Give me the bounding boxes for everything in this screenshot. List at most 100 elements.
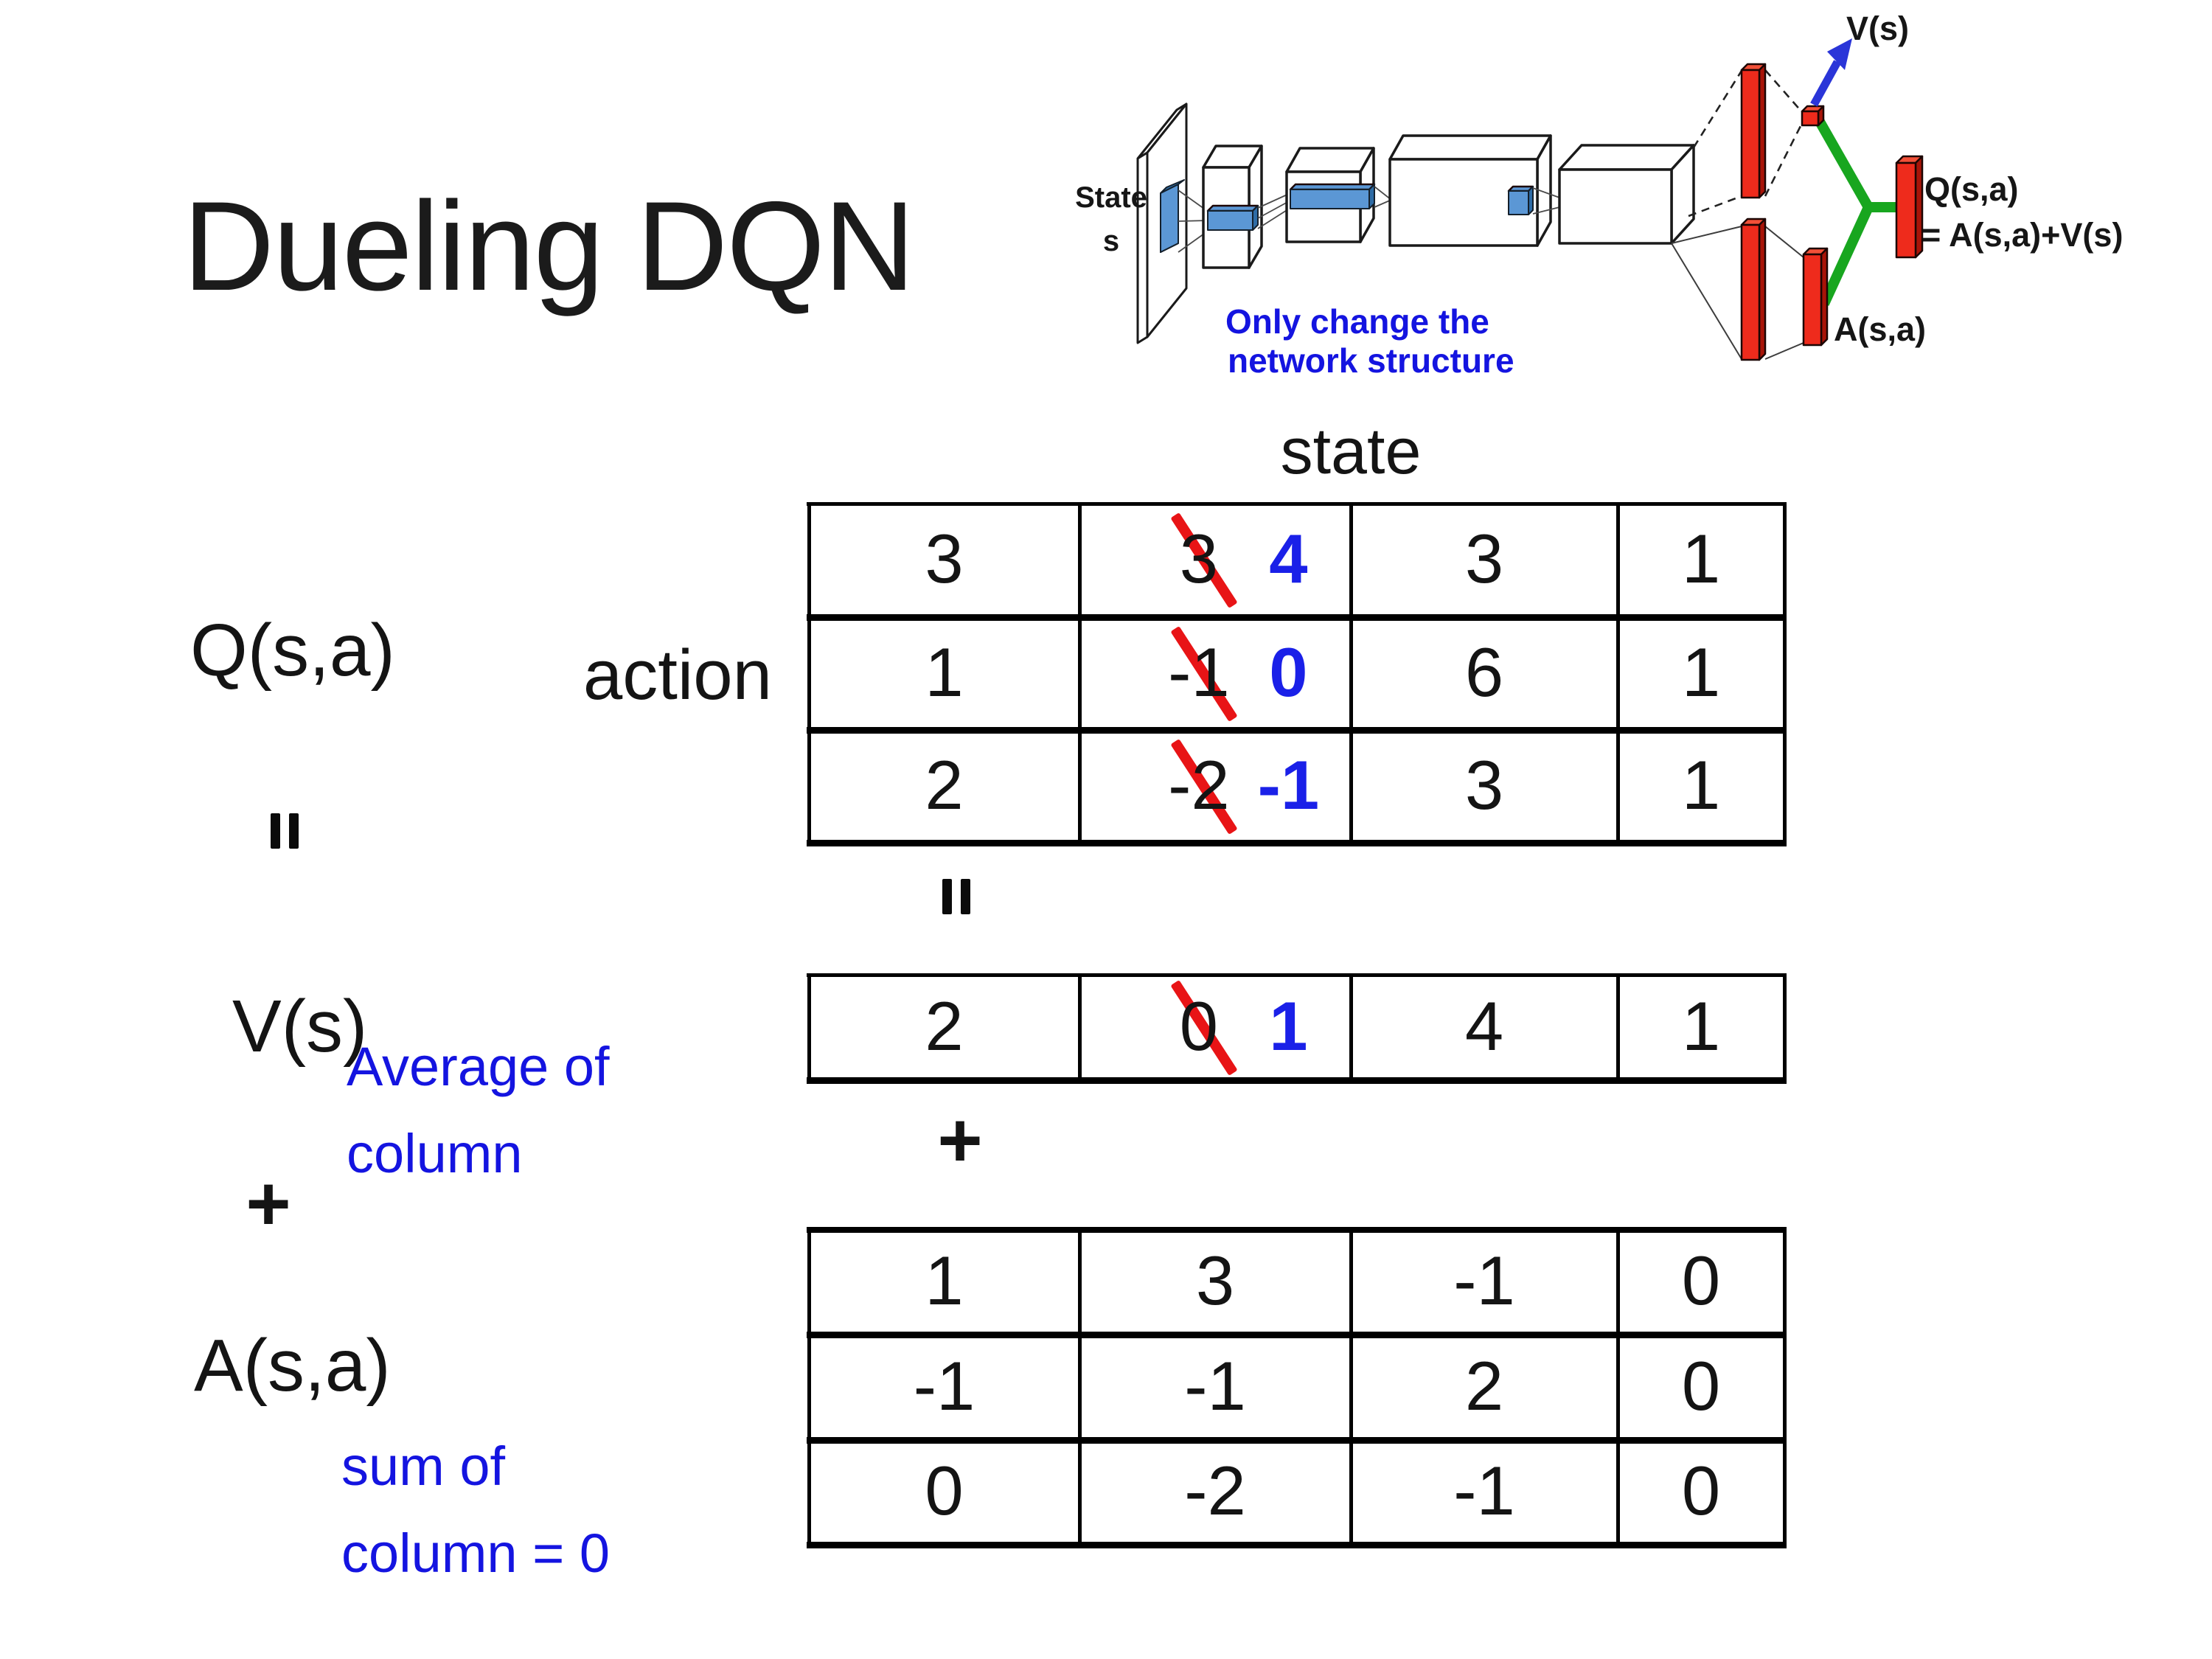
equals-bar	[271, 813, 280, 849]
diagram-v-label: V(s)	[1846, 10, 1909, 47]
diagram-q-label-line2: = A(s,a)+V(s)	[1921, 216, 2123, 254]
a-sa-label: A(s,a)	[194, 1324, 391, 1407]
table-cell: 3	[1351, 730, 1618, 843]
cell-value: 6	[1464, 633, 1504, 711]
fan-lines-4	[1532, 187, 1560, 215]
new-value: 4	[1269, 520, 1308, 598]
table-cell: 0	[809, 1440, 1079, 1545]
table-border-line	[807, 975, 811, 1080]
network-diagram: State s Only change the network structur…	[1075, 10, 2123, 380]
fan-lines-2	[1257, 192, 1291, 229]
equals-icon-rotated-center	[942, 879, 970, 914]
average-note-line1: Average of	[347, 1036, 610, 1097]
table-cell: 3	[809, 504, 1079, 617]
cell-value: 0	[925, 1452, 964, 1530]
advantage-hidden-bar	[1740, 218, 1767, 361]
cell-value: 1	[1681, 987, 1721, 1065]
dashed-connectors	[1688, 69, 1804, 218]
sum-note: sum of column = 0	[341, 1423, 610, 1597]
table-border-line	[1615, 504, 1620, 843]
sum-note-line1: sum of	[341, 1436, 506, 1497]
table-border-line	[807, 501, 1787, 506]
sum-note-line2: column = 0	[341, 1523, 611, 1584]
cell-value: 0	[1681, 1242, 1721, 1320]
action-label: action	[582, 636, 772, 714]
diagram-note-line2: network structure	[1228, 341, 1514, 380]
cell-value: 1	[925, 633, 964, 711]
old-value: -2	[1168, 745, 1230, 824]
conv-bar-1	[1206, 204, 1259, 231]
value-arrow	[1810, 38, 1852, 107]
table-cell: 1	[1618, 617, 1784, 730]
cell-value: 1	[1681, 633, 1721, 711]
table-cell: -1	[1079, 1335, 1351, 1440]
diagram-state-label: State	[1075, 181, 1147, 214]
diagram-a-label: A(s,a)	[1834, 310, 1926, 348]
cell-value: -1	[1184, 1346, 1246, 1425]
table-cell: -2-1	[1079, 730, 1351, 843]
old-value: -1	[1168, 633, 1230, 711]
advantage-bar	[1802, 247, 1829, 347]
conv-bar-3	[1507, 185, 1534, 215]
table-cell: -1	[1351, 1230, 1618, 1335]
cell-value: -1	[913, 1346, 975, 1425]
cell-value: 4	[1464, 987, 1504, 1065]
table-border-line	[807, 613, 1787, 621]
table-border-line	[1615, 1230, 1620, 1545]
table-border-line	[1782, 1230, 1787, 1545]
table-cell: 0	[1618, 1335, 1784, 1440]
q-output-bar	[1895, 155, 1924, 259]
fc-box	[1558, 144, 1695, 245]
cell-value: -2	[1184, 1452, 1246, 1530]
table-cell: -1	[1351, 1440, 1618, 1545]
cell-value: 1	[1681, 520, 1721, 598]
cell-value: 3	[1464, 745, 1504, 824]
solid-connectors	[1671, 226, 1804, 360]
table-cell: -2	[1079, 1440, 1351, 1545]
diagram-state-s: s	[1103, 225, 1119, 257]
state-header: state	[1280, 414, 1422, 487]
diagram-q-label-line1: Q(s,a)	[1924, 170, 2019, 208]
slide-title: Dueling DQN	[183, 175, 915, 317]
equals-bar	[942, 879, 952, 914]
cell-value: 0	[1681, 1452, 1721, 1530]
average-note: Average of column	[347, 1023, 610, 1197]
cell-value: 3	[1464, 520, 1504, 598]
value-node	[1801, 105, 1825, 127]
cell-value: 3	[1195, 1242, 1235, 1320]
table-cell: 3	[1351, 504, 1618, 617]
table-border-line	[807, 1077, 1787, 1084]
table-border-line	[807, 1230, 811, 1545]
table-cell: 3	[1079, 1230, 1351, 1335]
aggregator-green	[1812, 114, 1898, 306]
table-cell: 1	[1618, 504, 1784, 617]
table-cell: 1	[809, 1230, 1079, 1335]
cell-value: 2	[925, 987, 964, 1065]
table-cell: 4	[1351, 975, 1618, 1080]
q-sa-label: Q(s,a)	[190, 609, 395, 692]
table-border-line	[1782, 504, 1787, 843]
conv-bar-2	[1289, 183, 1376, 209]
table-border-line	[807, 973, 1787, 977]
table-cell: -1	[809, 1335, 1079, 1440]
table-border-line	[807, 1227, 1787, 1233]
table-cell: 6	[1351, 617, 1618, 730]
equals-bar	[289, 813, 299, 849]
table-border-line	[1349, 975, 1353, 1080]
equals-bar	[961, 879, 970, 914]
table-border-line	[1615, 975, 1620, 1080]
cell-value: 0	[1681, 1346, 1721, 1425]
table-cell: 2	[809, 975, 1079, 1080]
table-cell: 1	[1618, 975, 1784, 1080]
cell-value: 1	[925, 1242, 964, 1320]
equals-icon-rotated-left	[271, 813, 299, 849]
table-border-line	[807, 1331, 1787, 1338]
old-value: 0	[1179, 987, 1219, 1065]
v-s-label: V(s)	[232, 985, 368, 1068]
average-note-line2: column	[347, 1123, 523, 1184]
input-conv-patch	[1160, 179, 1185, 253]
cell-value: -1	[1453, 1452, 1515, 1530]
